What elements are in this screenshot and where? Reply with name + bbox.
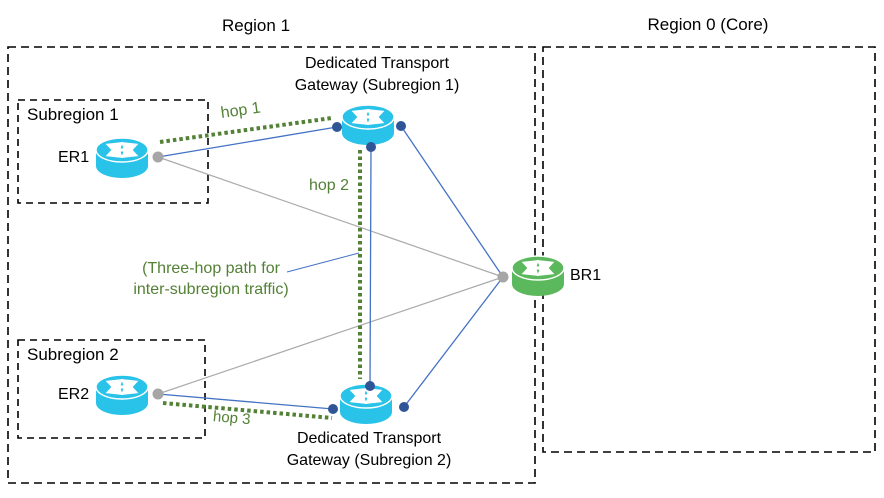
er1-label: ER1 (58, 149, 90, 166)
three-hop-annotation-line1: (Three-hop path for (142, 260, 280, 277)
subregion2-box (17, 339, 206, 439)
br1-label: BR1 (570, 267, 602, 284)
er2-port-dot (152, 388, 164, 400)
subregion1-box (17, 99, 209, 204)
er2-label: ER2 (58, 386, 90, 403)
dtg1-bottom-port-dot (366, 142, 376, 152)
link-dtg2-br1 (403, 276, 504, 408)
dtg2-label-line2: Gateway (Subregion 2) (286, 452, 452, 469)
hop2-label: hop 2 (309, 177, 350, 194)
dtg1-right-port-dot (396, 121, 406, 131)
dtg1-left-port-dot (332, 122, 342, 132)
link-dtg1-br1 (400, 125, 504, 278)
dtg2-top-port-dot (365, 381, 375, 391)
region0-title: Region 0 (Core) (647, 15, 769, 34)
subregion1-title: Subregion 1 (27, 105, 119, 124)
hop1-dotted-path (159, 116, 333, 144)
dtg1-label: Dedicated Transport Gateway (Subregion 1… (266, 53, 488, 97)
dtg1-label-line2: Gateway (Subregion 1) (294, 77, 460, 94)
subregion2-title: Subregion 2 (27, 345, 119, 364)
br1-port-dot (497, 271, 509, 283)
dtg2-label-line1: Dedicated Transport (296, 430, 442, 447)
link-er2-br1 (157, 276, 504, 395)
annotation-leader-line (286, 252, 360, 273)
link-er1-dtg1 (157, 126, 338, 158)
link-dtg1-dtg2 (369, 147, 372, 387)
link-er1-br1 (157, 156, 504, 278)
dtg2-right-port-dot (399, 402, 409, 412)
dtg1-label-line1: Dedicated Transport (304, 55, 450, 72)
dtg2-left-port-dot (328, 404, 338, 414)
dtg2-label: Dedicated Transport Gateway (Subregion 2… (258, 428, 480, 472)
three-hop-annotation-line2: inter-subregion traffic) (133, 281, 289, 298)
hop1-label: hop 1 (219, 99, 262, 122)
er1-port-dot (152, 151, 164, 163)
hop3-dotted-path (162, 401, 333, 420)
region1-title: Region 1 (221, 16, 291, 35)
three-hop-annotation: (Three-hop path for inter-subregion traf… (98, 258, 324, 300)
link-er2-dtg2 (157, 393, 334, 410)
region0-box (542, 46, 876, 453)
hop3-label: hop 3 (212, 408, 252, 429)
